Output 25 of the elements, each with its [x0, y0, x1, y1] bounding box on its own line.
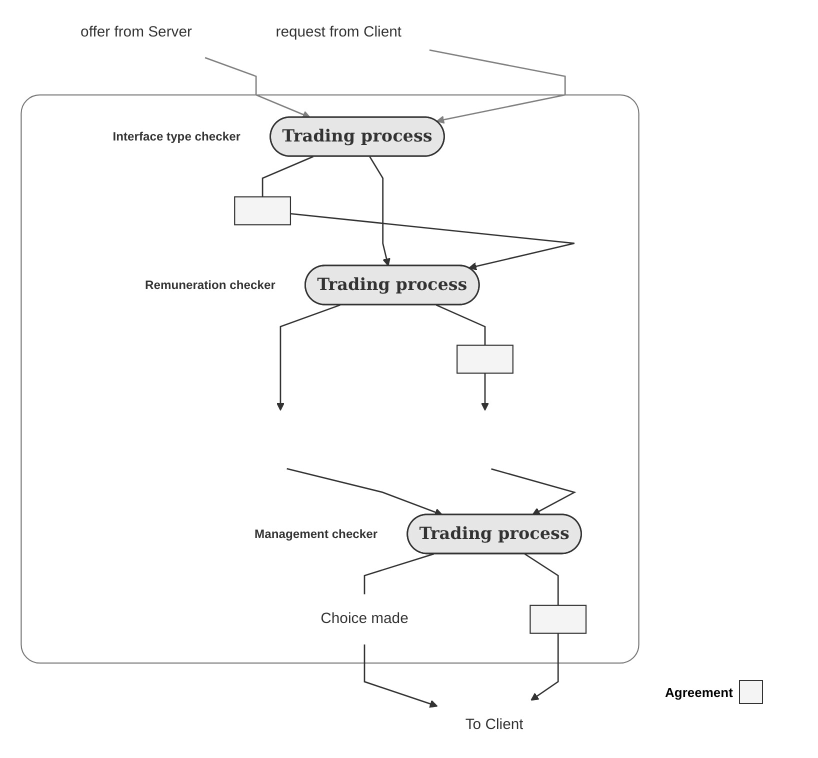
arrow [369, 156, 390, 266]
node-label: Remuneration checker [144, 278, 276, 292]
connector [364, 553, 434, 594]
arrow [290, 213, 576, 270]
node-label: Management checker [254, 526, 378, 541]
arrow [530, 633, 559, 701]
legend-label: Agreement [665, 684, 733, 700]
arrow [364, 644, 438, 708]
cluster [20, 94, 640, 664]
node-text: request from Client [276, 24, 402, 40]
node-text: To Client [465, 717, 524, 733]
node-text: offer from Server [80, 24, 192, 40]
node-text: Choice made [320, 610, 408, 627]
arrow [429, 49, 566, 124]
connector [262, 156, 314, 197]
arrow [480, 373, 490, 411]
arrow [491, 468, 576, 516]
connector [436, 304, 486, 346]
node-box [530, 604, 587, 634]
arrow [204, 57, 311, 118]
node-box [456, 344, 514, 374]
node-label: Interface type checker [112, 129, 241, 144]
connector [524, 553, 559, 606]
arrow [276, 304, 340, 411]
node-box [234, 196, 292, 226]
